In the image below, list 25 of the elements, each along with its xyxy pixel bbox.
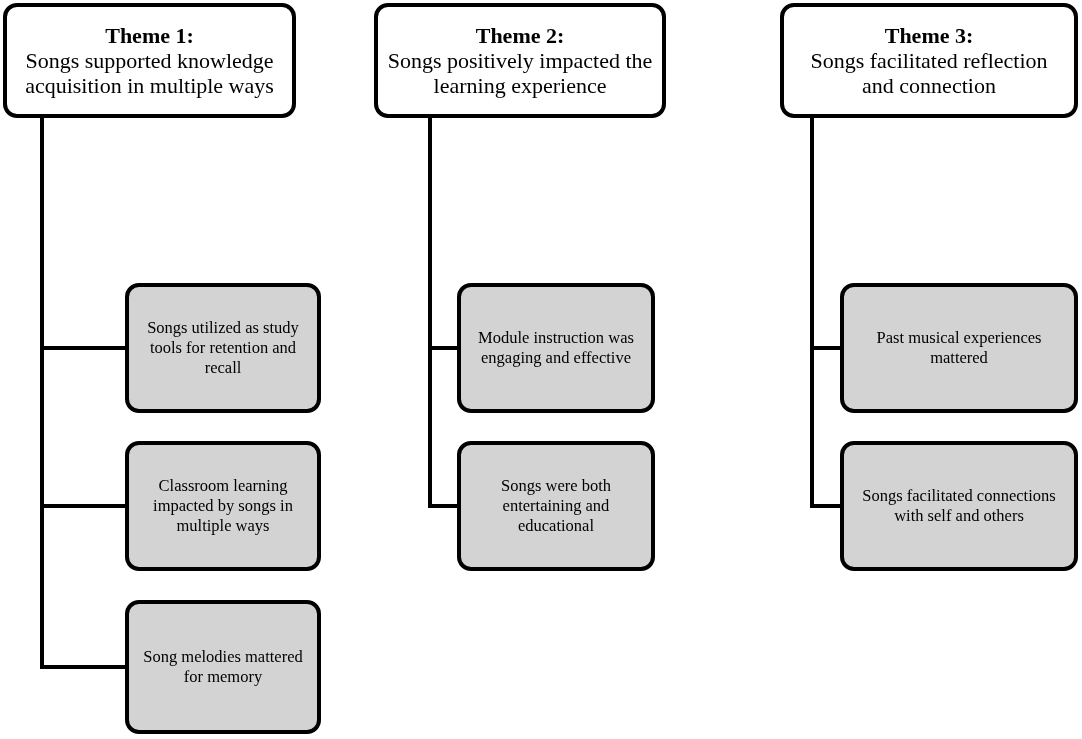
theme-text: Songs supported knowledge acquisition in multiple ways: [24, 47, 275, 99]
theme-text: Module instruction was engaging and effective: [477, 328, 635, 368]
connector-line: [428, 118, 457, 508]
theme-heading: Theme 2:: [475, 22, 565, 48]
theme-box: [374, 3, 666, 118]
theme-text: Songs positively impacted the learning experience: [386, 47, 654, 99]
theme-box: [3, 3, 296, 118]
subtheme-box: [840, 283, 1078, 413]
subtheme-box: [125, 441, 321, 571]
theme-text: Songs facilitated reflection and connection: [809, 47, 1049, 99]
theme-heading: Theme 3:: [884, 22, 974, 48]
subtheme-box: [125, 283, 321, 413]
theme-text: Past musical experiences mattered: [875, 328, 1043, 368]
subtheme-box: [840, 441, 1078, 571]
theme-heading: Theme 1:: [105, 22, 194, 48]
subtheme-box: [457, 283, 655, 413]
theme-text: Classroom learning impacted by songs in multiple ways: [152, 476, 294, 536]
subtheme-box: [457, 441, 655, 571]
theme-box: [780, 3, 1078, 118]
theme-text: Song melodies mattered for memory: [142, 647, 304, 687]
theme-text: Songs were both entertaining and educational: [500, 476, 612, 536]
theme-text: Songs facilitated connections with self and others: [861, 486, 1057, 526]
connector-line: [810, 118, 840, 508]
theme-text: Songs utilized as study tools for retention and recall: [146, 318, 300, 378]
subtheme-box: [125, 600, 321, 734]
